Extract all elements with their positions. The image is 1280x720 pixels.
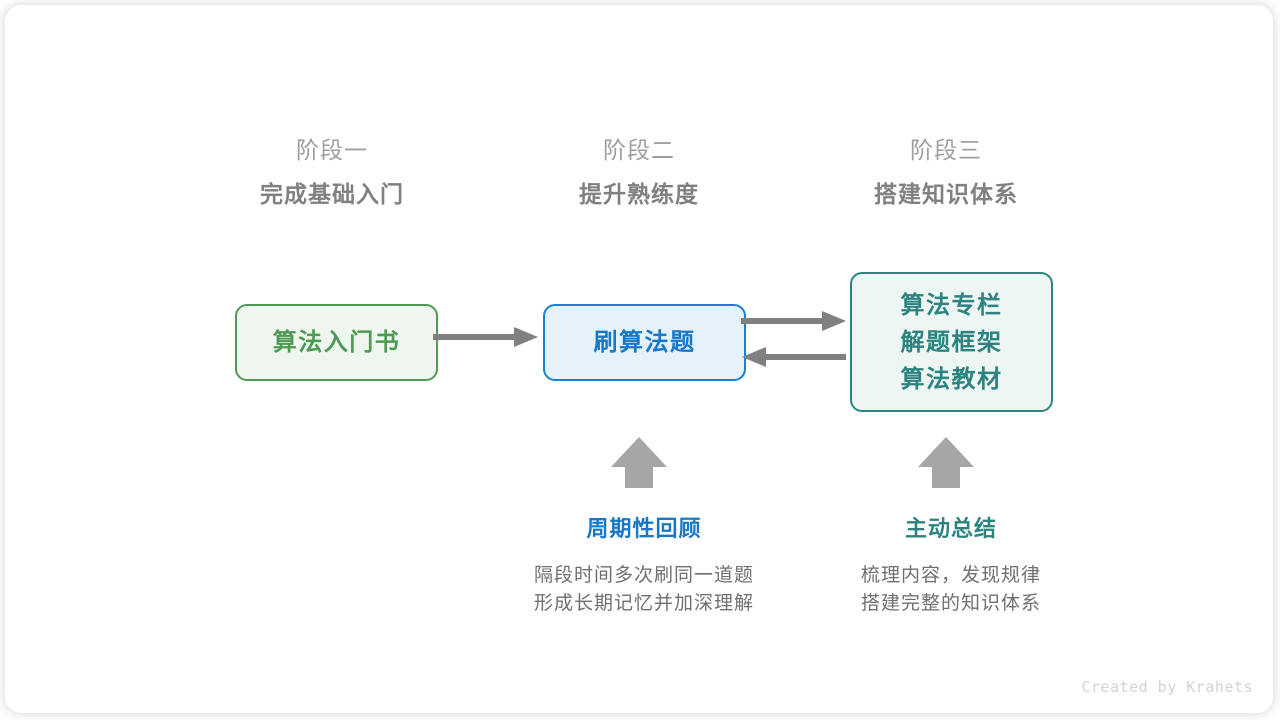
arrow-book-to-practice-icon (433, 327, 538, 347)
node-resources-line-2: 解题框架 (900, 328, 1003, 356)
stage-sub-3: 阶段三 (910, 137, 982, 163)
annotation-summary-body: 梳理内容，发现规律 搭建完整的知识体系 (801, 562, 1101, 618)
credit-text: Created by Krahets (1081, 678, 1253, 696)
arrow-summary-up-icon (918, 437, 974, 488)
annotation-summary-title: 主动总结 (904, 516, 997, 541)
node-practice-line-1: 刷算法题 (593, 329, 696, 356)
stage-header-2: 阶段二 提升熟练度 (519, 135, 759, 210)
node-practice-problems[interactable]: 刷算法题 (543, 304, 746, 381)
annotation-review-line-2: 形成长期记忆并加深理解 (533, 593, 754, 614)
stage-title-3: 搭建知识体系 (874, 181, 1018, 207)
node-resources-line-3: 算法教材 (900, 365, 1003, 393)
arrow-review-up-icon (611, 437, 667, 488)
annotation-review-line-1: 隔段时间多次刷同一道题 (533, 565, 754, 586)
node-learning-resources[interactable]: 算法专栏 解题框架 算法教材 (850, 272, 1053, 412)
stage-header-1: 阶段一 完成基础入门 (212, 135, 452, 210)
node-book-line-1: 算法入门书 (272, 329, 401, 356)
stage-sub-1: 阶段一 (296, 137, 368, 163)
stage-header-3: 阶段三 搭建知识体系 (826, 135, 1066, 210)
stage-title-2: 提升熟练度 (579, 181, 699, 207)
arrow-resources-to-practice-icon (742, 347, 846, 367)
node-algorithm-intro-book[interactable]: 算法入门书 (235, 304, 438, 381)
annotation-active-summary: 主动总结 梳理内容，发现规律 搭建完整的知识体系 (801, 514, 1101, 618)
diagram-card: 阶段一 完成基础入门 阶段二 提升熟练度 阶段三 搭建知识体系 算法入门书 刷算… (5, 5, 1273, 713)
arrow-practice-to-resources-icon (741, 311, 846, 331)
annotation-summary-line-2: 搭建完整的知识体系 (860, 593, 1041, 614)
annotation-summary-line-1: 梳理内容，发现规律 (860, 565, 1041, 586)
annotation-periodic-review: 周期性回顾 隔段时间多次刷同一道题 形成长期记忆并加深理解 (494, 514, 794, 618)
stage-sub-2: 阶段二 (603, 137, 675, 163)
node-resources-line-1: 算法专栏 (900, 291, 1003, 319)
stage-title-1: 完成基础入门 (260, 181, 404, 207)
annotation-review-title: 周期性回顾 (586, 516, 702, 541)
annotation-review-body: 隔段时间多次刷同一道题 形成长期记忆并加深理解 (494, 562, 794, 618)
